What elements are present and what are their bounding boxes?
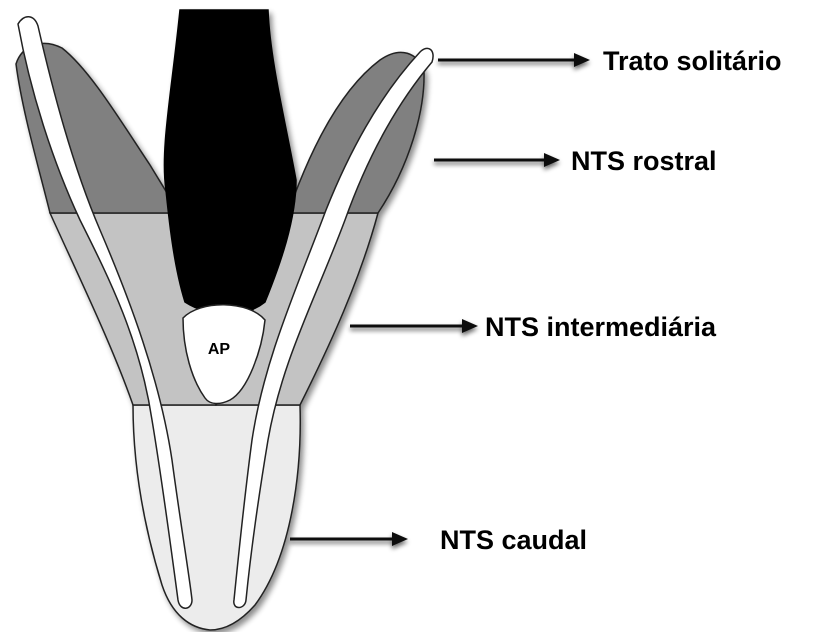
label-nts-caudal: NTS caudal [440, 525, 587, 555]
ap-label: AP [208, 341, 231, 358]
iv-ventricle [164, 10, 296, 314]
arrow-trato-solitario [438, 53, 590, 67]
label-nts-intermediaria: NTS intermediária [485, 312, 717, 342]
arrow-nts-caudal [290, 532, 408, 546]
nts-outline [16, 10, 424, 630]
iv-ventricle-label: IV Ventrículo [178, 207, 275, 224]
arrow-nts-rostral [434, 153, 560, 167]
label-nts-rostral: NTS rostral [571, 146, 717, 176]
label-trato-solitario: Trato solitário [603, 46, 782, 76]
arrow-nts-intermediaria [350, 319, 478, 333]
